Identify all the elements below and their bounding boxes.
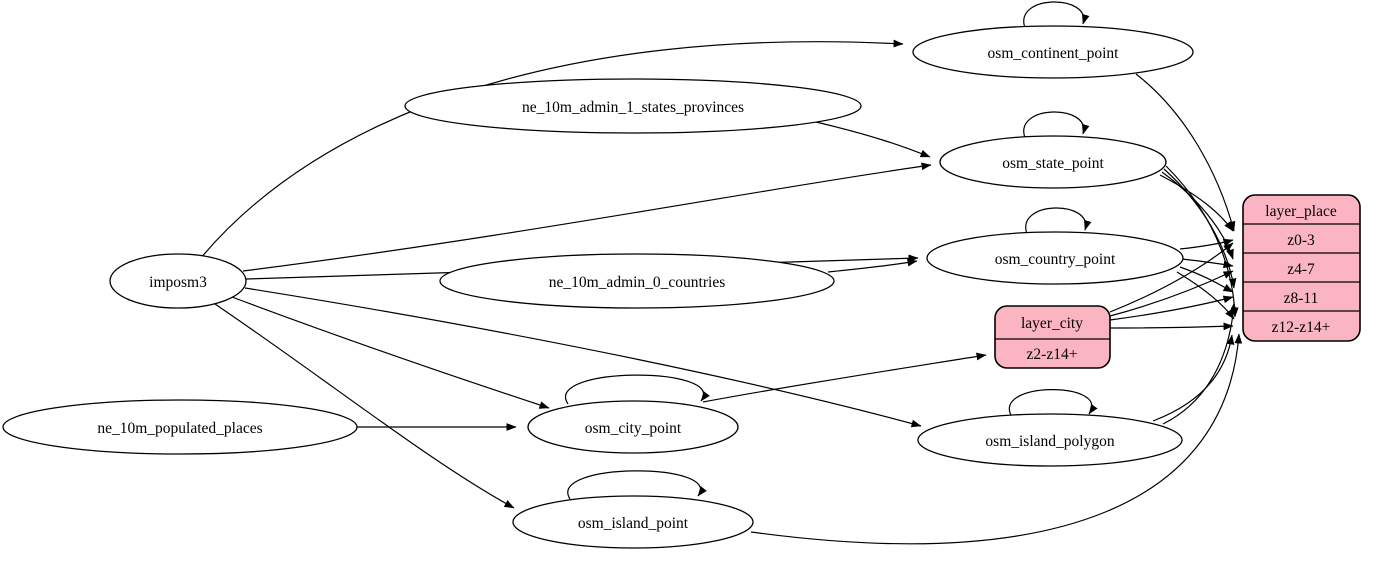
osm-country-point-label: osm_country_point: [995, 251, 1116, 268]
selfloop-osm-city-point: [564, 374, 710, 405]
selfloop-osm-state-point: [1023, 111, 1090, 139]
layer-place-row-z4-7: z4-7: [1287, 261, 1315, 278]
edge-osm-country-point-to-z8-11: [1179, 266, 1234, 293]
layer-place-row-z0-3: z0-3: [1287, 232, 1315, 249]
edge-layer-city-to-z8-11: [1109, 295, 1234, 321]
osm-island-point-label: osm_island_point: [578, 515, 689, 532]
node-ne-10m-admin-0-countries: ne_10m_admin_0_countries: [439, 253, 835, 309]
osm-country-point-shape: [926, 231, 1184, 285]
osm-continent-point-shape: [912, 25, 1194, 79]
osm-city-point-shape: [527, 400, 739, 454]
node-ne-10m-admin-1-states-provinces: ne_10m_admin_1_states_provinces: [404, 78, 862, 134]
edge-osm-state-point-to-z8-11: [1163, 168, 1237, 289]
node-osm-state-point: osm_state_point: [939, 135, 1167, 189]
edge-ne-admin0-to-osm-country-point: [827, 258, 918, 273]
layer-place-box: [1242, 194, 1361, 342]
edge-imposm3-to-osm-state-point: [242, 162, 932, 272]
edge-layer-city-to-z4-7: [1109, 270, 1234, 317]
edge-osm-country-point-to-z12-z14: [1176, 271, 1235, 320]
layer-city-box: [994, 305, 1111, 369]
edge-osm-city-point-to-layer-city: [702, 352, 987, 403]
layer-place-title: layer_place: [1265, 203, 1337, 220]
layer-place-row-z12-z14: z12-z14+: [1272, 319, 1331, 336]
selfloop-osm-country-point: [1025, 207, 1092, 235]
record-layer-place: layer_place z0-3 z4-7 z8-11 z12-z14+: [1242, 194, 1361, 342]
osm-island-polygon-label: osm_island_polygon: [985, 433, 1114, 450]
selfloop-osm-continent-point: [1023, 1, 1090, 29]
edge-osm-state-point-to-z0-3: [1159, 174, 1234, 232]
imposm3-shape: [109, 253, 247, 309]
selfloop-osm-island-polygon: [1008, 389, 1098, 418]
osm-city-point-label: osm_city_point: [585, 420, 682, 437]
edge-imposm3-to-osm-island-polygon: [244, 287, 922, 428]
edge-osm-continent-point-to-z0-3: [1135, 73, 1236, 232]
ne-10m-admin-0-shape: [439, 253, 835, 309]
node-ne-10m-populated-places: ne_10m_populated_places: [2, 399, 358, 455]
ne-10m-admin-1-label: ne_10m_admin_1_states_provinces: [522, 99, 744, 116]
imposm3-label: imposm3: [149, 274, 207, 291]
osm-continent-point-label: osm_continent_point: [988, 45, 1120, 62]
node-osm-island-point: osm_island_point: [512, 495, 754, 549]
edge-imposm3-to-osm-island-point: [214, 303, 515, 509]
edge-ne-admin1-to-osm-state-point: [815, 121, 931, 158]
node-osm-island-polygon: osm_island_polygon: [917, 413, 1183, 467]
edge-osm-island-polygon-to-z12-z14: [1152, 334, 1235, 422]
edge-layer: [199, 1, 1243, 545]
osm-state-point-label: osm_state_point: [1002, 155, 1104, 172]
selfloop-osm-island-point: [567, 470, 707, 500]
record-layer-city: layer_city z2-z14+: [994, 305, 1111, 369]
layer-city-title: layer_city: [1021, 315, 1083, 332]
node-imposm3: imposm3: [109, 253, 247, 309]
ne-10m-populated-places-shape: [2, 399, 358, 455]
ne-10m-admin-1-shape: [404, 78, 862, 134]
osm-island-polygon-shape: [917, 413, 1183, 467]
edge-layer-city-to-z12-z14: [1109, 322, 1234, 331]
ne-10m-admin-0-label: ne_10m_admin_0_countries: [549, 274, 726, 291]
layer-city-row-z2-z14: z2-z14+: [1027, 346, 1078, 363]
edge-layer-city-to-z0-3: [1109, 242, 1234, 313]
edge-osm-state-point-to-z4-7: [1161, 171, 1234, 260]
edge-osm-island-polygon-to-z8-11: [1162, 302, 1238, 425]
edge-imposm3-to-osm-city-point: [231, 296, 550, 409]
edge-osm-country-point-to-z0-3: [1179, 238, 1234, 250]
edge-osm-country-point-to-z4-7: [1181, 258, 1234, 269]
edge-osm-island-point-to-z12-z14: [750, 333, 1243, 545]
osm-island-point-shape: [512, 495, 754, 549]
layer-place-row-z8-11: z8-11: [1284, 290, 1319, 307]
osm-state-point-shape: [939, 135, 1167, 189]
node-osm-continent-point: osm_continent_point: [912, 25, 1194, 79]
node-osm-country-point: osm_country_point: [926, 231, 1184, 285]
node-osm-city-point: osm_city_point: [527, 400, 739, 454]
ne-10m-populated-places-label: ne_10m_populated_places: [97, 420, 262, 437]
